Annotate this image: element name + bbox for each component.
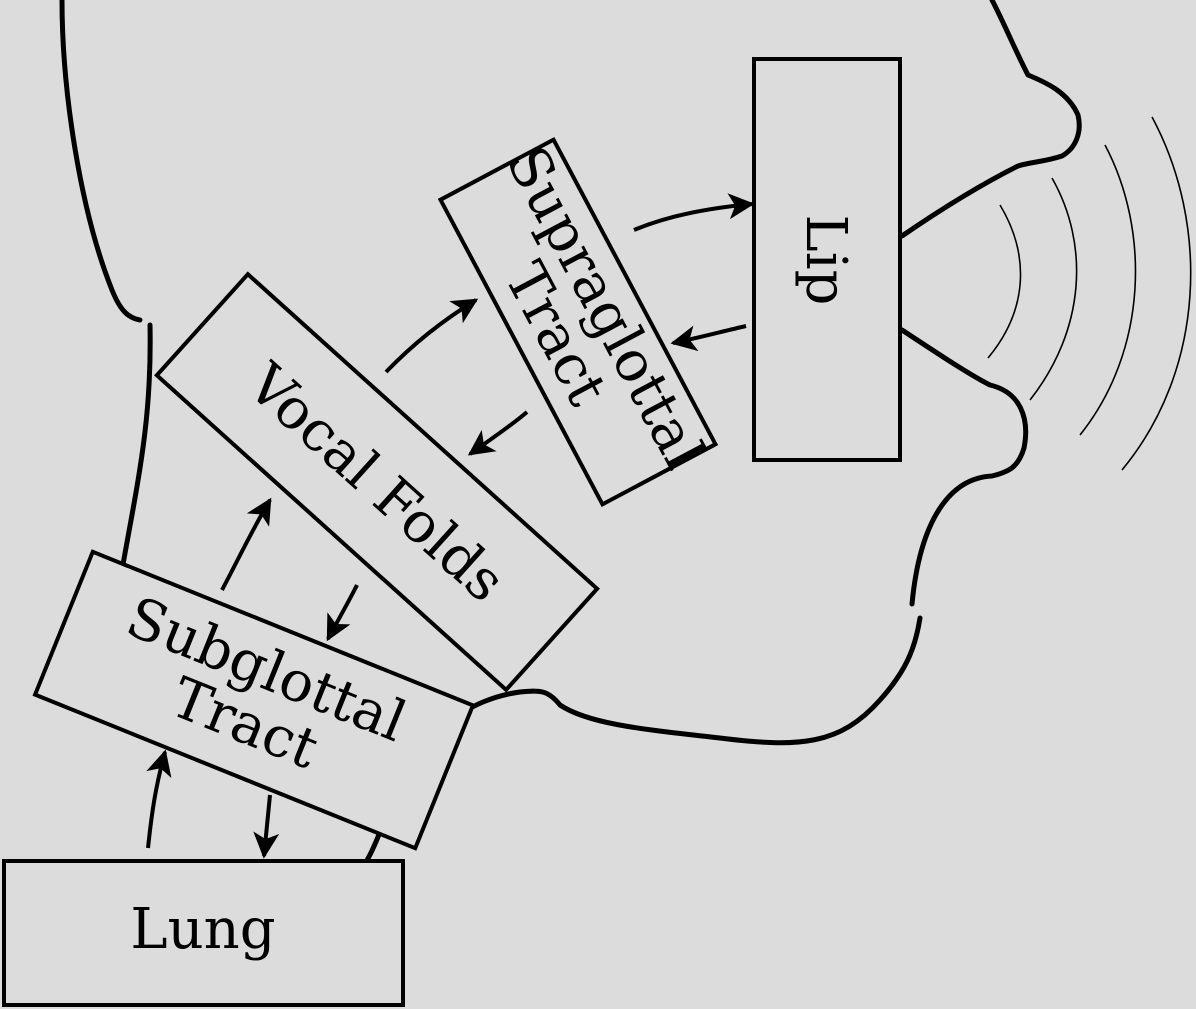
lip-label: Lip <box>793 215 858 306</box>
sound-wave-4 <box>1121 116 1192 471</box>
arrow-subglottal-to-vocal-folds <box>220 497 272 591</box>
supraglottal-tract-node: Supraglottal Tract <box>437 136 719 508</box>
sound-wave-3 <box>1079 144 1137 436</box>
arrow-supraglottal-to-lip <box>633 193 755 232</box>
sound-wave-2 <box>1029 177 1078 401</box>
arrow-subglottal-to-lung <box>253 794 280 859</box>
lung-label: Lung <box>130 897 275 962</box>
supraglottal-tract-box <box>437 136 719 508</box>
chin-outline <box>899 327 1029 607</box>
back-of-neck-outline <box>119 322 153 573</box>
vocal-folds-box <box>154 271 600 693</box>
neck-front-outline <box>363 829 383 865</box>
arrow-supraglottal-to-vocal-folds <box>467 410 529 456</box>
sound-wave-1 <box>987 204 1022 359</box>
arrow-vocal-folds-to-supraglottal <box>384 298 479 374</box>
jaw-outline <box>461 615 923 746</box>
arrow-vocal-folds-to-subglottal <box>326 584 359 642</box>
back-of-head-outline <box>59 0 143 323</box>
lip-node: Lip <box>752 57 902 462</box>
arrow-lip-to-supraglottal <box>670 324 747 352</box>
subglottal-tract-box <box>32 549 476 851</box>
arrow-lung-to-subglottal <box>146 749 172 849</box>
lung-node: Lung <box>2 859 405 1007</box>
lung-box <box>2 859 405 1007</box>
face-profile-outline <box>899 0 1082 239</box>
lip-box <box>752 57 902 462</box>
